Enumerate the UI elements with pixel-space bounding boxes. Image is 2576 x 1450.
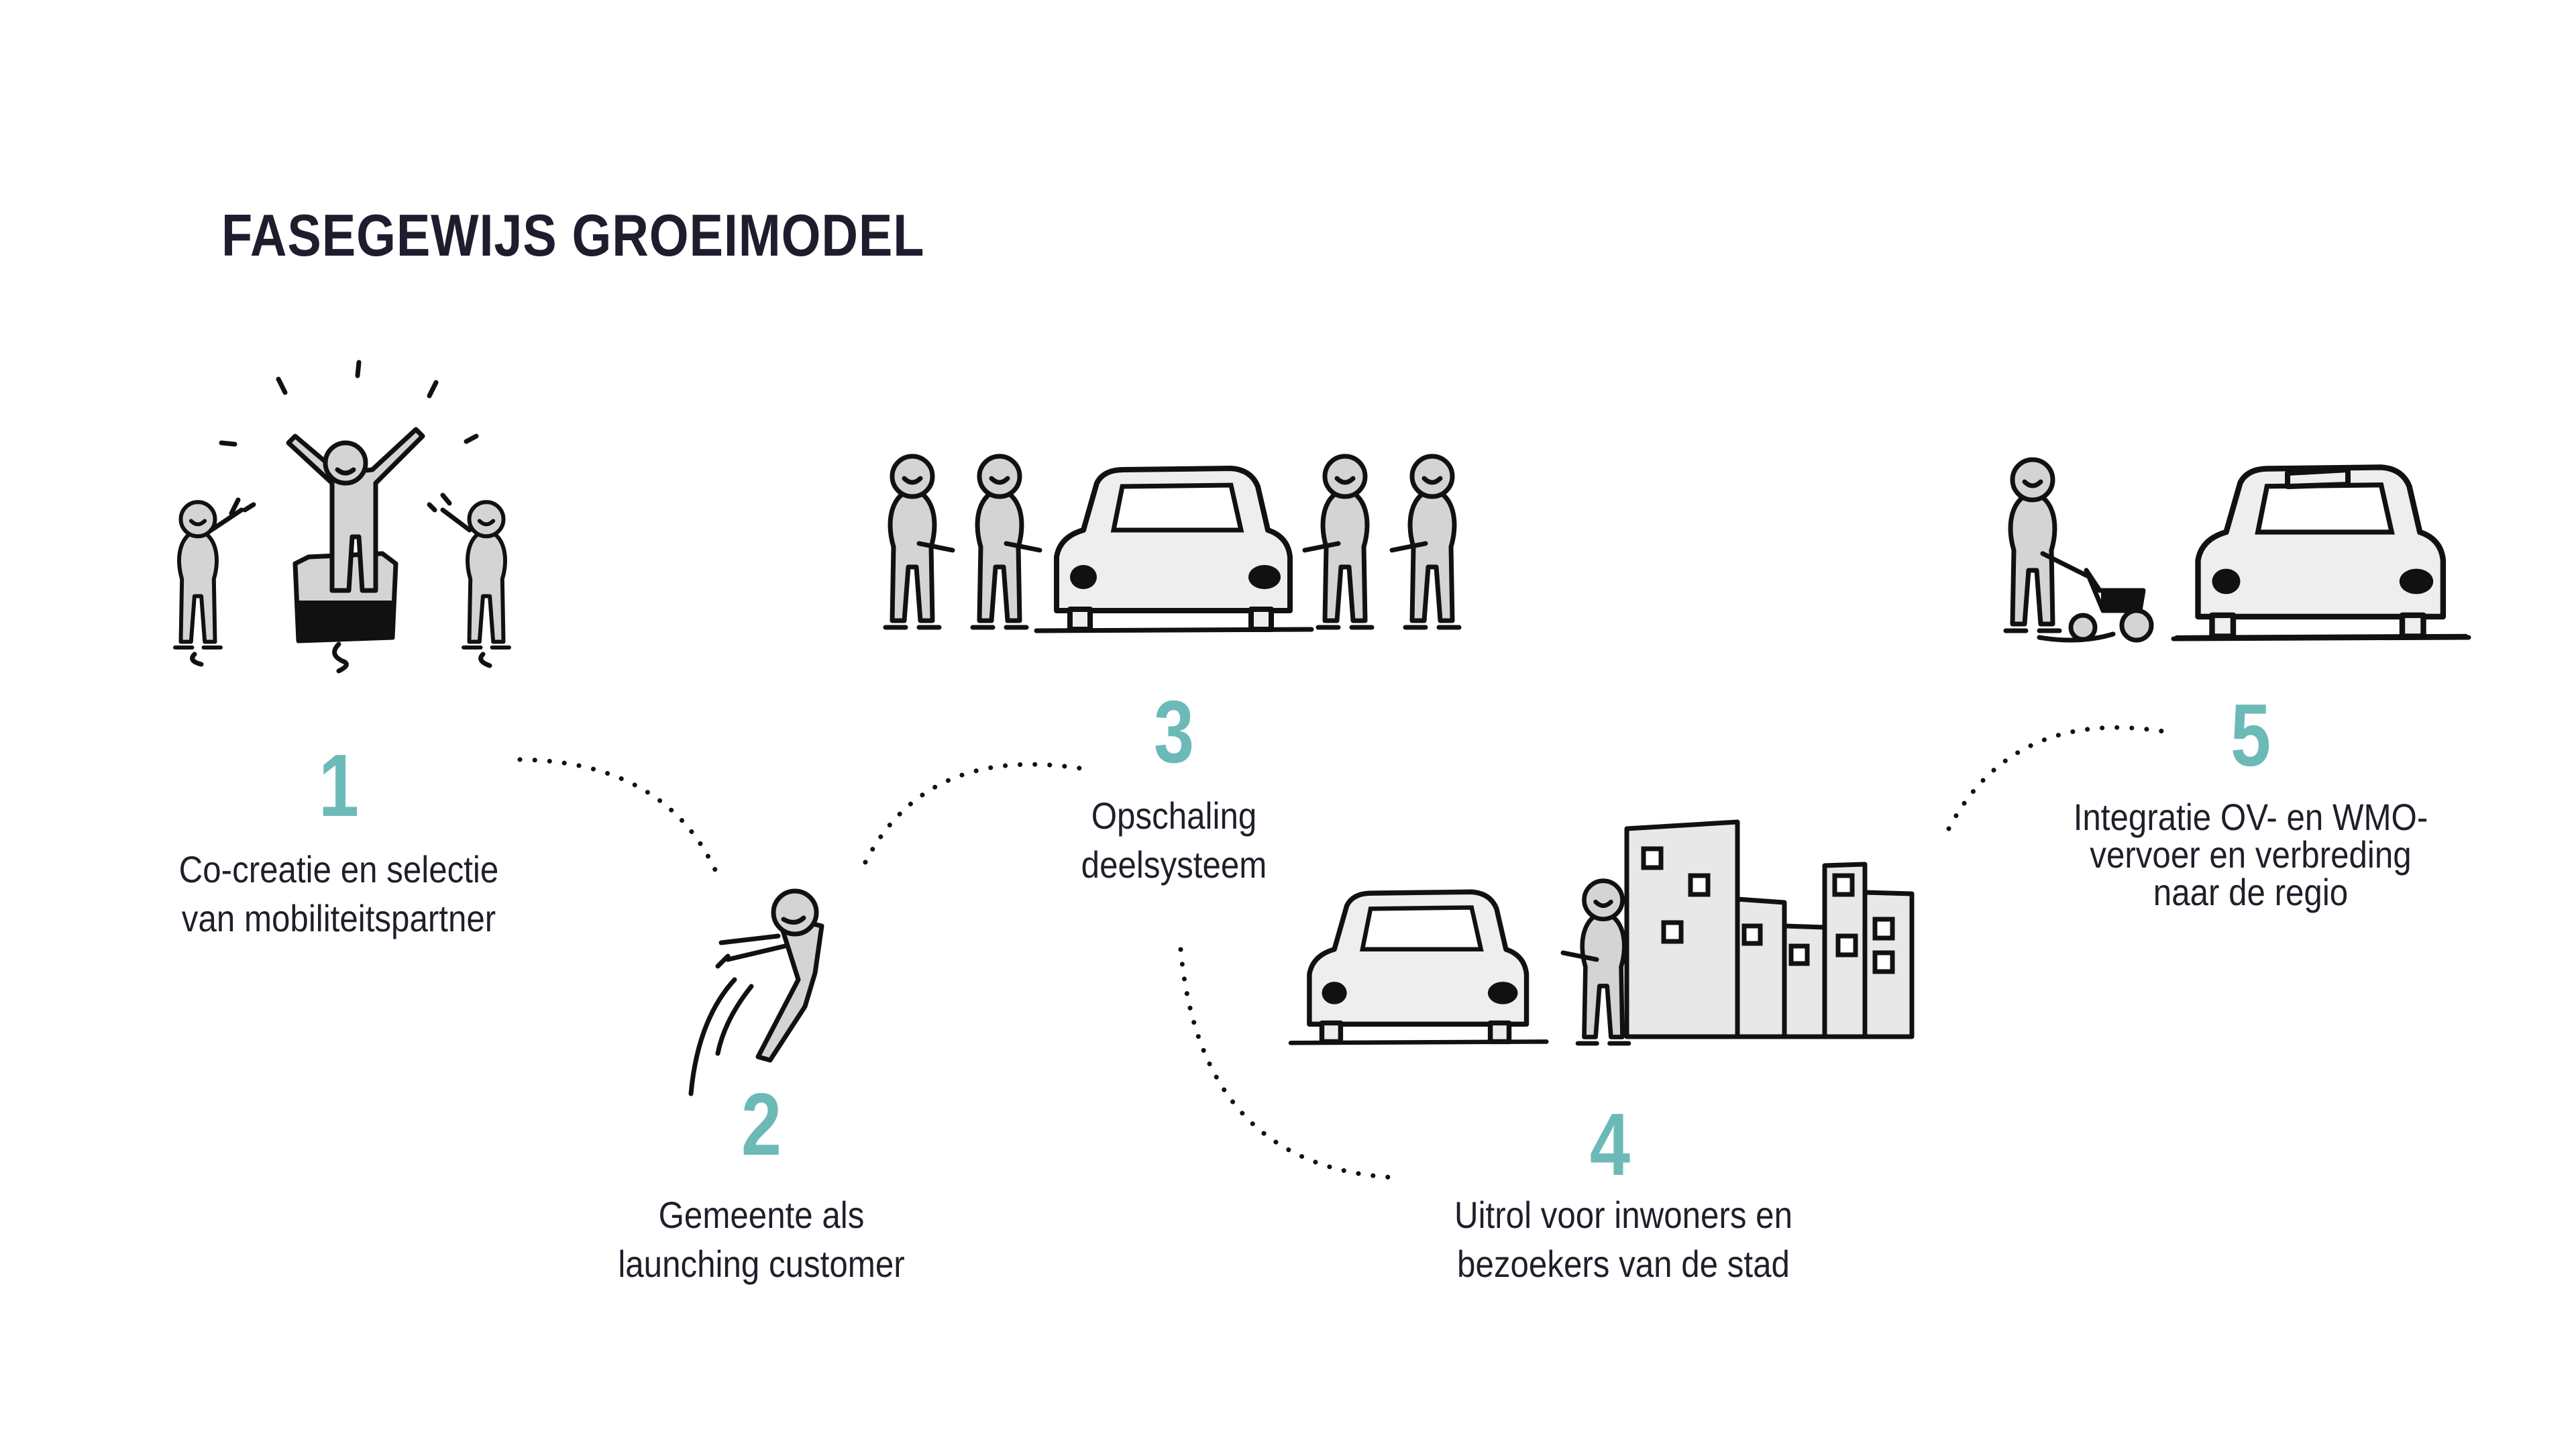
- phase-5-label: Integratie OV- en WMO- vervoer en verbre…: [2015, 798, 2487, 911]
- phase-1-label: Co-creatie en selectie van mobiliteitspa…: [103, 845, 575, 943]
- phase-1-label-line: Co-creatie en selectie: [178, 848, 499, 890]
- phase-3-label: Opschaling deelsysteem: [938, 792, 1410, 890]
- phase-2-label-line: Gemeente als: [658, 1194, 865, 1236]
- phase-3-label-line: deelsysteem: [1081, 843, 1267, 886]
- page-title: FASEGEWIJS GROEIMODEL: [221, 202, 925, 268]
- phase-5-label-line: vervoer en verbreding: [2090, 833, 2412, 876]
- phase-3-label-line: Opschaling: [1091, 794, 1257, 837]
- phase-4-label-line: bezoekers van de stad: [1457, 1242, 1790, 1285]
- person-rollator-taxi-illustration: [2006, 460, 2471, 643]
- phase-2-number: 2: [741, 1075, 782, 1174]
- phase-2-label-line: launching customer: [618, 1242, 905, 1285]
- phase-4-number: 4: [1589, 1095, 1631, 1194]
- phase-1-number: 1: [318, 736, 360, 835]
- phase-1-label-line: van mobiliteitspartner: [181, 896, 496, 939]
- phase-5-number: 5: [2230, 686, 2271, 784]
- phase-4-label-line: Uitrol voor inwoners en: [1454, 1194, 1792, 1236]
- cheering-crowd-illustration: [175, 360, 509, 674]
- connector-2-3: [863, 762, 1083, 865]
- phase-5-label-line: naar de regio: [2153, 871, 2349, 913]
- flying-person-illustration: [688, 888, 824, 1096]
- phase-3-number: 3: [1153, 682, 1195, 781]
- phase-2-label: Gemeente als launching customer: [525, 1191, 998, 1289]
- phase-4-label: Uitrol voor inwoners en bezoekers van de…: [1387, 1191, 1860, 1289]
- car-person-city-illustration: [1291, 819, 1915, 1043]
- phase-5-label-line: Integratie OV- en WMO-: [2073, 796, 2428, 838]
- connector-3-4: [1178, 947, 1398, 1180]
- people-around-car-illustration: [885, 456, 1459, 631]
